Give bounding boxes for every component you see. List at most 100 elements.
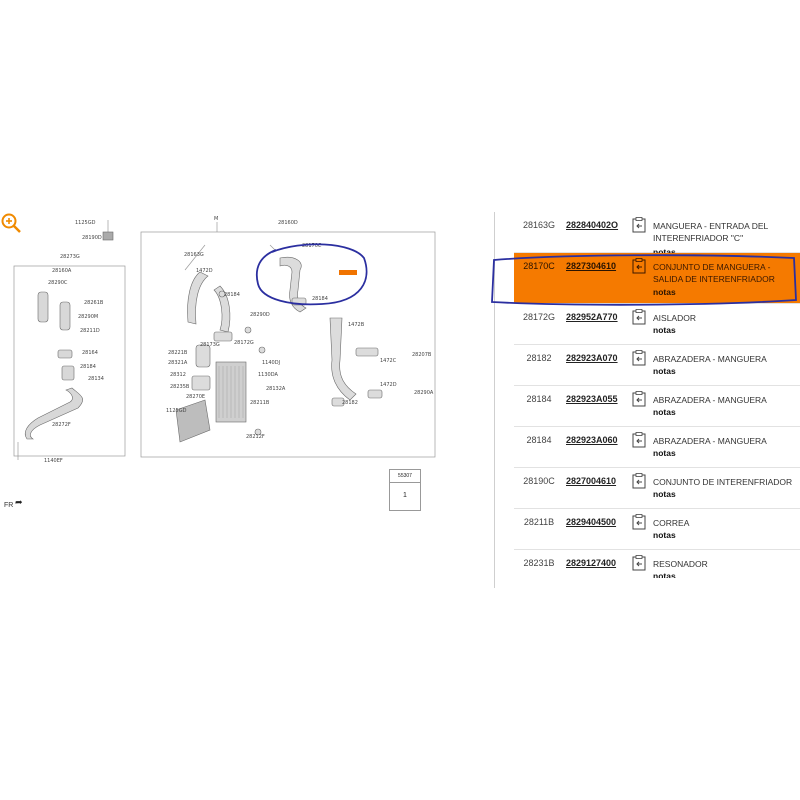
callout-label: 1472D [380, 382, 397, 388]
callout-label: 1472D [196, 268, 213, 274]
annotation-circle-diagram [255, 243, 368, 306]
callout-label: 1125GD [166, 408, 187, 414]
clipboard-cart-icon[interactable] [632, 350, 646, 366]
part-description: CONJUNTO DE INTERENFRIADOR [653, 477, 793, 487]
callout-label: 28312 [170, 372, 186, 378]
legend-value: 1 [403, 492, 407, 499]
callout-label: 28160D [278, 220, 298, 226]
part-row[interactable]: 28182 282923A070 ABRAZADERA - MANGUERA n… [514, 345, 800, 386]
part-number-link[interactable]: 282952A770 [566, 312, 618, 322]
ref-code: 28190C [523, 476, 555, 486]
callout-label: 28221B [168, 350, 188, 356]
clipboard-cart-icon[interactable] [632, 391, 646, 407]
callout-label: 28184 [312, 296, 328, 302]
part-description: MANGUERA - ENTRADA DEL INTERENFRIADOR "C… [653, 221, 768, 243]
legend-header: 55307 [390, 470, 420, 483]
ref-code: 28184 [526, 394, 552, 404]
callout-label: 28270E [186, 394, 206, 400]
clipboard-cart-icon[interactable] [632, 432, 646, 448]
callout-label: 28261B [84, 300, 104, 306]
callout-label: 1140DJ [262, 360, 281, 366]
callout-label: 28235B [170, 384, 190, 390]
part-description: CORREA [653, 518, 690, 528]
callout-label: 28190D [82, 235, 102, 241]
callout-label: 28163G [184, 252, 204, 258]
ref-code: 28184 [526, 435, 552, 445]
diagram-drawing [13, 220, 436, 460]
notes-link[interactable]: notas [653, 287, 676, 297]
callout-label: 1130DA [258, 372, 278, 378]
callout-label: 28134 [88, 376, 104, 382]
callout-label: 28173G [200, 342, 220, 348]
zoom-in-button[interactable] [0, 212, 22, 234]
callout-label: 28184 [224, 292, 240, 298]
annotation-circle-row [491, 254, 797, 306]
part-row[interactable]: 28172G 282952A770 AISLADOR notas [514, 304, 800, 345]
part-row[interactable]: 28184 282923A060 ABRAZADERA - MANGUERA n… [514, 427, 800, 468]
part-number-link[interactable]: 282923A070 [566, 353, 618, 363]
part-row[interactable]: 28184 282923A055 ABRAZADERA - MANGUERA n… [514, 386, 800, 427]
part-number-link[interactable]: 2827004610 [566, 476, 617, 486]
callout-label: 28272F [52, 422, 71, 428]
clipboard-cart-icon[interactable] [632, 309, 646, 325]
notes-link[interactable]: notas [653, 325, 676, 335]
callout-label: 28212F [246, 434, 265, 440]
part-row[interactable]: 28163G 282840402O MANGUERA - ENTRADA DEL… [514, 212, 800, 257]
part-description: ABRAZADERA - MANGUERA [653, 436, 767, 446]
part-number-link[interactable]: 2829404500 [566, 517, 617, 527]
ref-code: 28172G [522, 312, 556, 322]
legend-box: 55307 1 [389, 469, 421, 511]
callout-label: 28184 [80, 364, 96, 370]
part-description: AISLADOR [653, 313, 696, 323]
part-description: ABRAZADERA - MANGUERA [653, 395, 767, 405]
clipboard-cart-icon[interactable] [632, 514, 646, 530]
part-row[interactable]: 28231B 2829127400 RESONADOR notas [514, 550, 800, 578]
part-number-link[interactable]: 2829127400 [566, 558, 617, 568]
fr-label: FR [4, 502, 14, 509]
clipboard-cart-icon[interactable] [632, 258, 646, 274]
callout-label: 28273G [60, 254, 80, 260]
fr-arrow-icon: ➦ [15, 497, 23, 507]
part-number-link[interactable]: 2827304610 [566, 261, 617, 271]
callout-label: 28211B [250, 400, 270, 406]
callout-label: 28182 [342, 400, 358, 406]
parts-list: 28163G 282840402O MANGUERA - ENTRADA DEL… [514, 212, 800, 578]
vertical-divider [494, 212, 495, 588]
notes-link[interactable]: notas [653, 489, 676, 499]
callout-label: 1472C [380, 358, 397, 364]
clipboard-cart-icon[interactable] [632, 473, 646, 489]
part-row[interactable]: 28190C 2827004610 CONJUNTO DE INTERENFRI… [514, 468, 800, 509]
callout-label: 28160A [52, 268, 72, 274]
callout-label: 1140EF [44, 458, 63, 464]
callout-label: 28172G [234, 340, 254, 346]
callout-label: 28290C [48, 280, 68, 286]
notes-link[interactable]: notas [653, 530, 676, 540]
part-number-link[interactable]: 282923A060 [566, 435, 618, 445]
part-row[interactable]: 28211B 2829404500 CORREA notas [514, 509, 800, 550]
callout-label: 28290M [78, 314, 99, 320]
notes-link[interactable]: notas [653, 247, 676, 257]
callout-label: 28290A [414, 390, 434, 396]
notes-link[interactable]: notas [653, 366, 676, 376]
notes-link[interactable]: notas [653, 448, 676, 458]
parts-diagram[interactable]: 1125GD 28190D M 28160D 28273G 28160A 282… [0, 210, 440, 520]
ref-code: 28182 [526, 353, 552, 363]
part-description: ABRAZADERA - MANGUERA [653, 354, 767, 364]
clipboard-cart-icon[interactable] [632, 217, 646, 233]
part-number-link[interactable]: 282840402O [566, 220, 619, 230]
clipboard-cart-icon[interactable] [632, 555, 646, 571]
callout-label: 28132A [266, 386, 286, 392]
part-row-selected[interactable]: 28170C 2827304610 CONJUNTO DE MANGUERA -… [514, 253, 800, 304]
callout-label: 28321A [168, 360, 188, 366]
callout-label: 28290D [250, 312, 270, 318]
highlighted-part-marker[interactable] [339, 270, 357, 275]
part-number-link[interactable]: 282923A055 [566, 394, 618, 404]
callout-label: 28207B [412, 352, 432, 358]
notes-link[interactable]: notas [653, 407, 676, 417]
part-description: CONJUNTO DE MANGUERA - SALIDA DE INTEREN… [653, 262, 775, 284]
zoom-in-icon [1, 213, 21, 233]
notes-link[interactable]: notas [653, 571, 676, 578]
part-description: RESONADOR [653, 559, 708, 569]
ref-code: 28163G [522, 220, 556, 230]
callout-label: M [214, 216, 219, 222]
